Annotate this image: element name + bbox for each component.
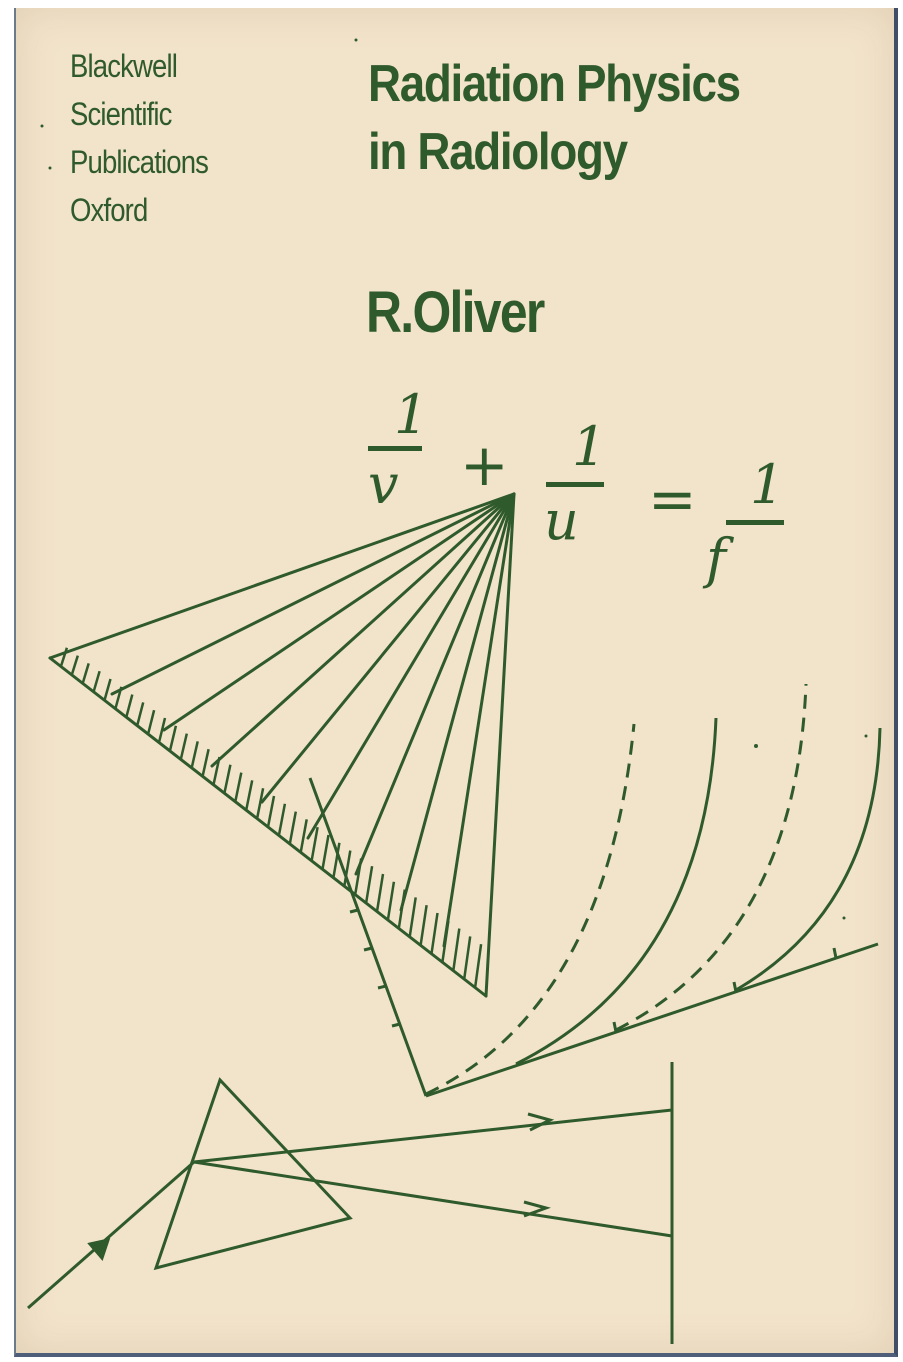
- equation-numerator: 1: [394, 383, 429, 446]
- hatch-stroke: [386, 881, 396, 921]
- hatch-stroke: [277, 803, 287, 836]
- hatch-stroke: [430, 912, 439, 954]
- hatch-stroke: [364, 865, 374, 904]
- equation-numerator: 1: [572, 415, 607, 478]
- hatch-stroke: [157, 717, 167, 743]
- hatch-stroke: [223, 764, 232, 794]
- fraction-bar: [726, 520, 784, 525]
- hatch-stroke: [114, 686, 123, 710]
- author-name: R.Oliver: [366, 280, 545, 345]
- hatch-stroke: [255, 787, 265, 819]
- hatch-stroke: [288, 811, 298, 845]
- title-line: in Radiology: [368, 123, 628, 181]
- hatch-stroke: [146, 709, 156, 735]
- hatch-stroke: [441, 920, 450, 963]
- hatch-stroke: [179, 733, 189, 760]
- equation-denominator: v: [368, 453, 399, 516]
- hatch-stroke: [103, 678, 112, 701]
- hatch-stroke: [190, 741, 199, 769]
- hatching: [59, 647, 483, 988]
- hatch-stroke: [332, 842, 341, 878]
- hatch-stroke: [92, 670, 101, 693]
- hatch-stroke: [397, 889, 407, 929]
- hatch-stroke: [462, 936, 472, 980]
- hatch-stroke: [452, 928, 461, 971]
- hatch-stroke: [343, 850, 352, 887]
- hatch-stroke: [375, 873, 385, 912]
- equation-equals: =: [648, 465, 697, 533]
- title-line: Radiation Physics: [368, 55, 741, 113]
- fraction-bar: [368, 446, 422, 451]
- ray-fan-diagram: [48, 492, 516, 998]
- book-title: Radiation Physics in Radiology: [368, 50, 741, 186]
- hatch-stroke: [244, 780, 254, 811]
- hatch-stroke: [168, 725, 178, 752]
- hatch-stroke: [310, 826, 319, 862]
- hatch-stroke: [81, 663, 90, 684]
- hatch-stroke: [234, 772, 243, 802]
- hatch-stroke: [212, 756, 221, 786]
- publisher-line: Oxford: [70, 192, 148, 228]
- fraction-bar: [546, 482, 604, 487]
- hatch-stroke: [408, 897, 417, 938]
- hatch-stroke: [266, 795, 276, 828]
- equation-numerator: 1: [750, 453, 785, 516]
- foxing-marks: [40, 38, 868, 920]
- publisher-line: Publications: [70, 144, 209, 180]
- wavefront-diagram: [308, 683, 882, 1098]
- hatch-stroke: [419, 905, 428, 946]
- line-art-illustration: [27, 38, 882, 1344]
- hatch-stroke: [321, 834, 330, 870]
- prism-diagram: [27, 1062, 674, 1344]
- hatch-stroke: [473, 944, 483, 988]
- equation-plus: +: [460, 431, 509, 499]
- hatch-stroke: [59, 647, 69, 667]
- publisher-line: Scientific: [70, 96, 172, 132]
- publisher-line: Blackwell: [70, 48, 178, 84]
- hatch-stroke: [201, 748, 210, 777]
- equation-denominator: f: [706, 527, 726, 590]
- hatch-stroke: [70, 655, 79, 676]
- equation-denominator: u: [544, 489, 579, 552]
- publisher-block: Blackwell Scientific Publications Oxford: [70, 42, 209, 234]
- hatch-stroke: [353, 858, 363, 895]
- hatch-stroke: [299, 819, 308, 853]
- book-cover: Blackwell Scientific Publications Oxford…: [14, 8, 898, 1357]
- hatch-stroke: [125, 694, 134, 718]
- hatch-stroke: [135, 702, 145, 726]
